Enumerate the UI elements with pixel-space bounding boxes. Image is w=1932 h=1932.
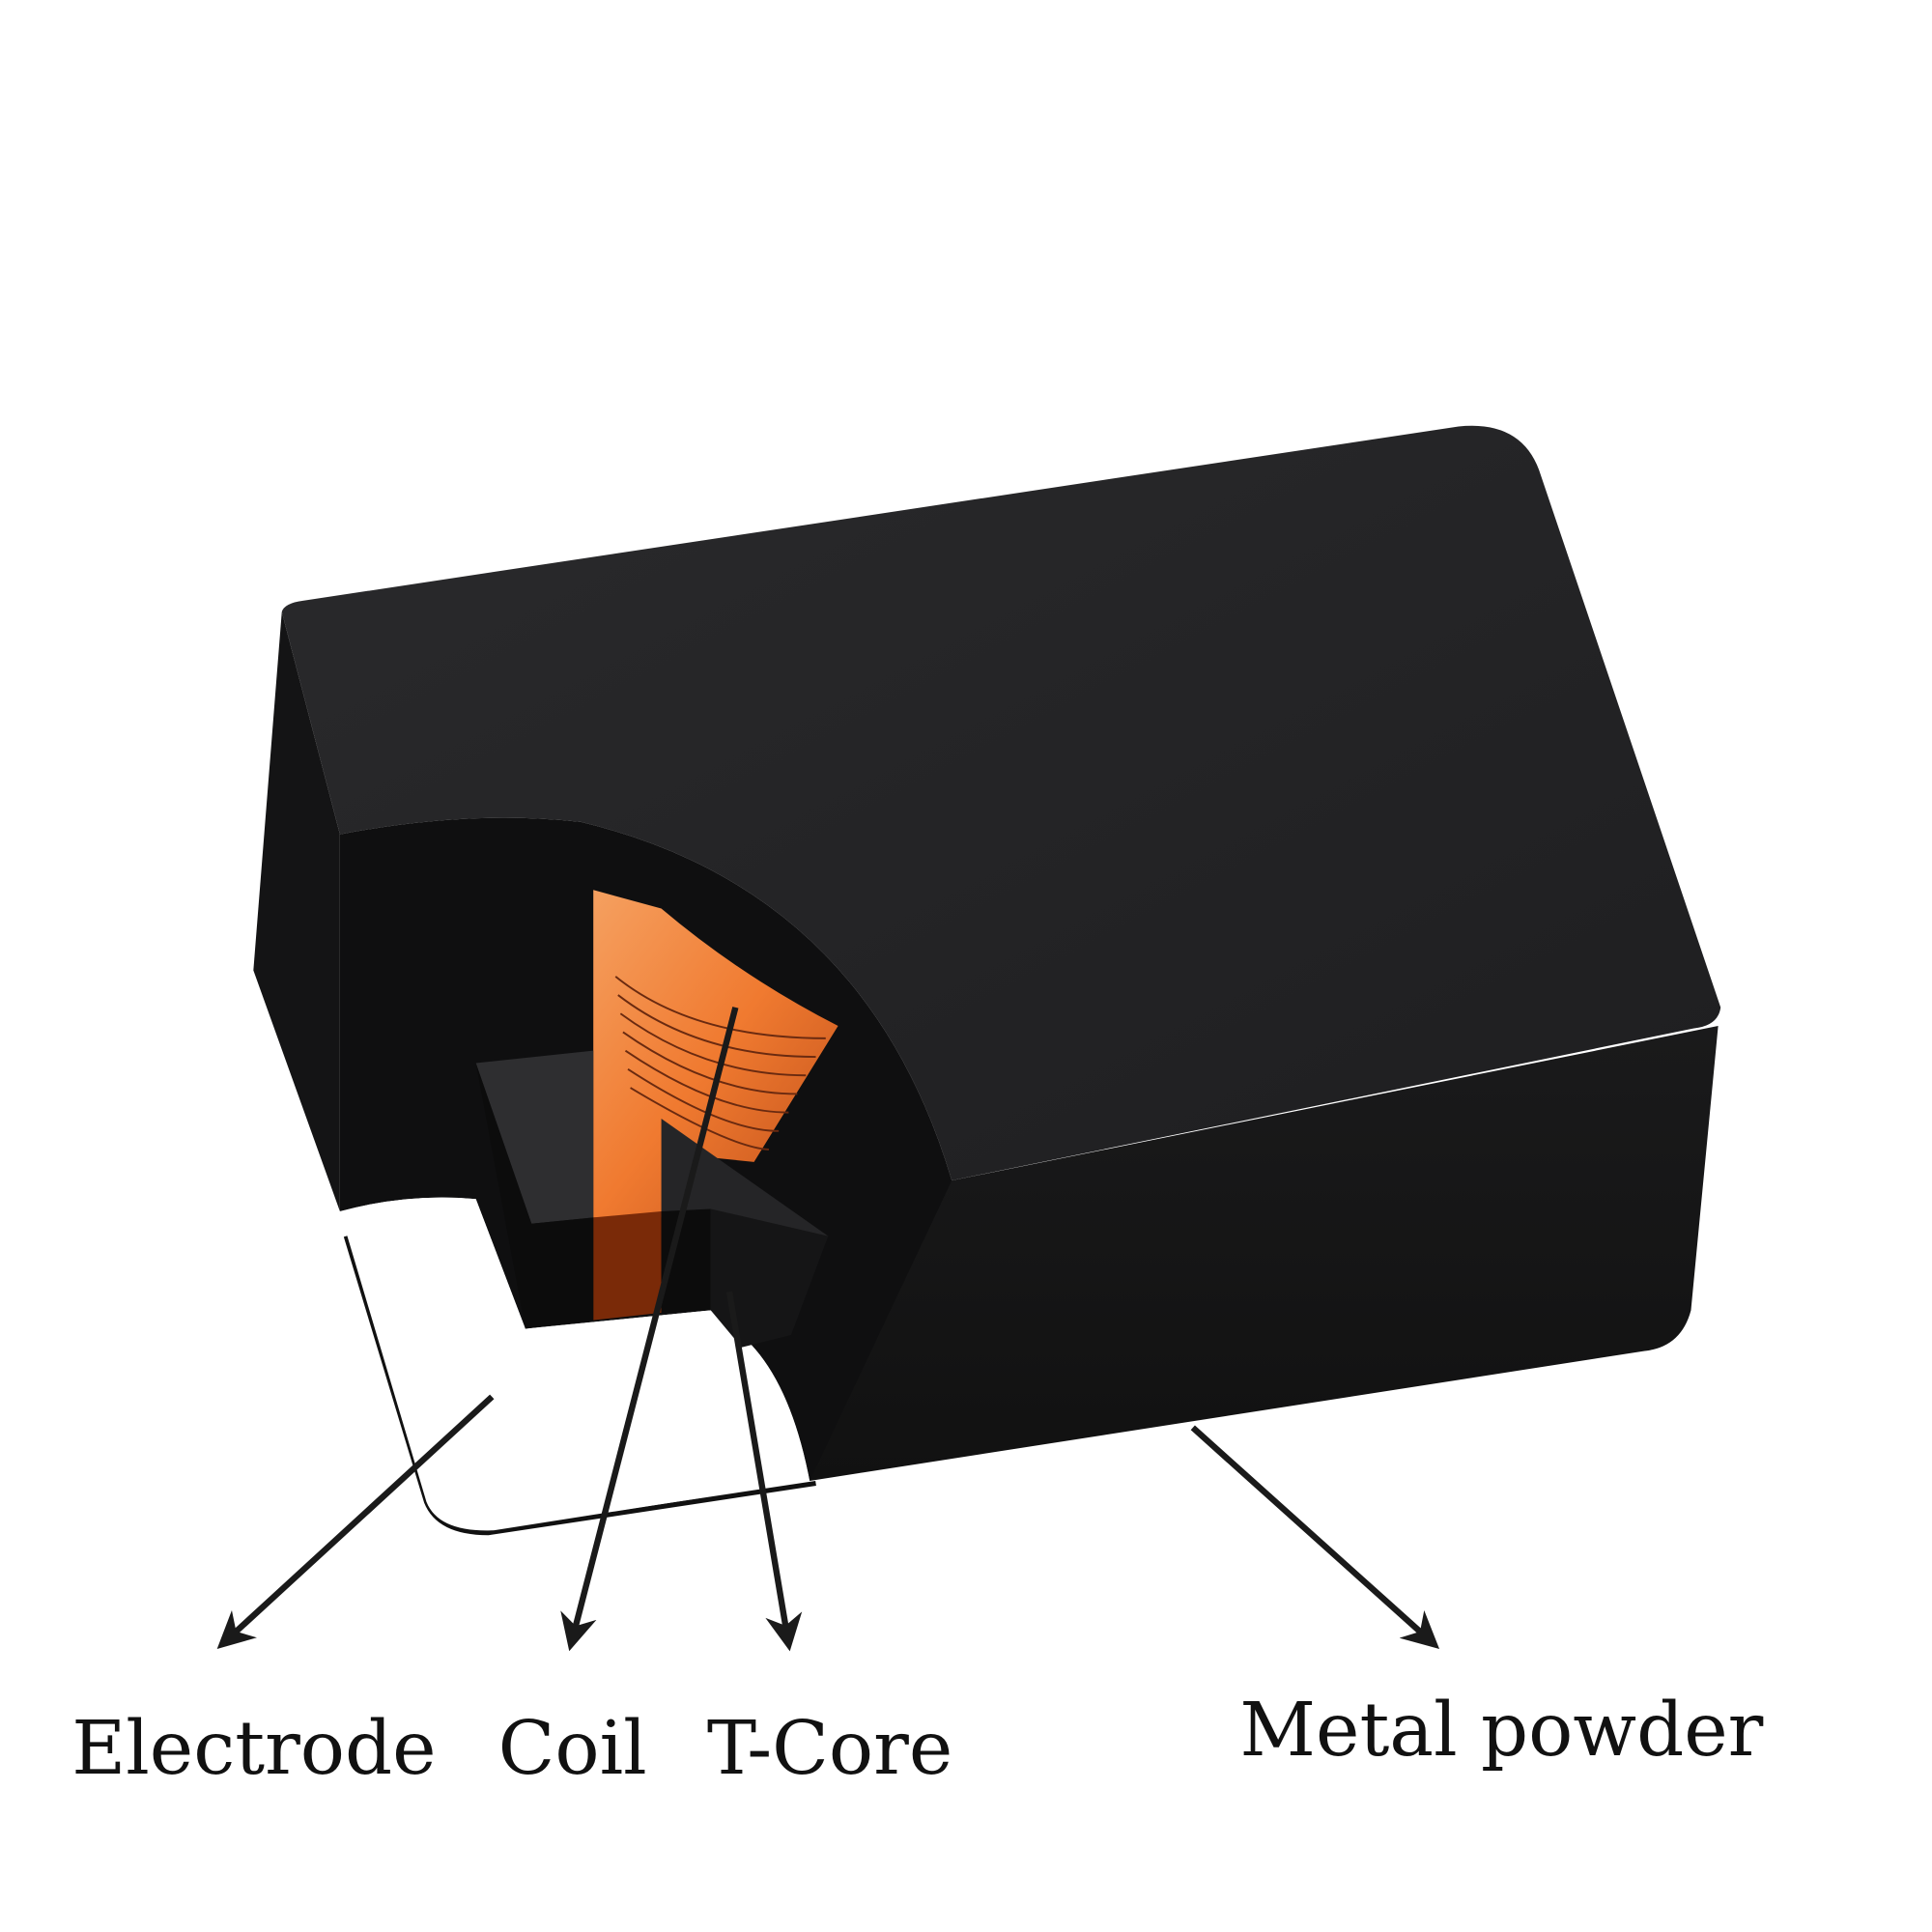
body-front-face [748, 1026, 1719, 1481]
electrode-notch [339, 1197, 810, 1531]
body-left-face [253, 611, 340, 1211]
label-metal-powder: Metal powder [1239, 1688, 1763, 1774]
t-core-arrow [725, 1291, 803, 1652]
label-t-core: T-Core [707, 1706, 952, 1792]
t-core-side [710, 1208, 829, 1348]
t-core-top [475, 1050, 594, 1224]
coil [593, 890, 838, 1218]
body-top-face [281, 425, 1721, 1181]
coil-section [593, 1210, 662, 1321]
electrode-arrow [216, 1394, 495, 1650]
coil-arrow [560, 1007, 739, 1652]
metal-powder-arrow [1190, 1425, 1440, 1649]
label-electrode: Electrode [71, 1706, 436, 1792]
label-coil: Coil [498, 1706, 647, 1792]
t-core-front [475, 1063, 594, 1329]
